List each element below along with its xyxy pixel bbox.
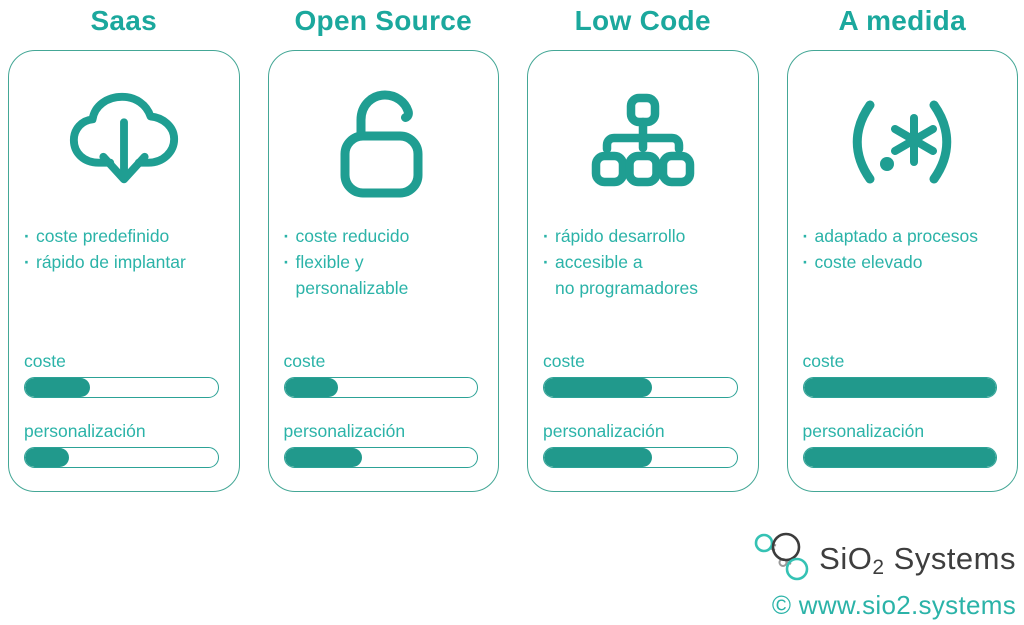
personalizacion-bar: personalización: [24, 421, 219, 468]
personalizacion-bar: personalización: [283, 421, 478, 468]
card-a-medida: · adaptado a procesos · coste elevado co…: [786, 50, 1018, 492]
personalizacion-bar-track: [543, 447, 738, 468]
comparison-grid: Saas · coste predefinido · rápido de imp…: [8, 0, 1018, 492]
coste-label: coste: [802, 351, 845, 371]
bullet-list: · adaptado a procesos · coste elevado: [788, 223, 1018, 275]
bullet-text: adaptado a procesos: [814, 226, 978, 246]
personalizacion-label: personalización: [802, 421, 925, 441]
brand-suffix: Systems: [884, 540, 1016, 576]
bullet-item: · flexible y personalizable: [284, 249, 487, 301]
bullet-text: coste elevado: [814, 252, 923, 272]
bullet-text: accesible a no programadores: [555, 252, 698, 298]
bullet-item: · accesible a no programadores: [543, 249, 746, 301]
column-title-a-medida: A medida: [838, 5, 966, 36]
regex-icon: [788, 81, 1018, 203]
bullet-text: flexible y personalizable: [295, 252, 409, 298]
coste-bar-track: [802, 377, 997, 398]
brand-subscript: 2: [872, 555, 885, 579]
bars-section: coste personalización: [788, 351, 1018, 468]
column-open-source: Open Source · coste reducido · flexible …: [267, 0, 499, 492]
brand-prefix: SiO: [819, 540, 873, 576]
bullet-item: · coste predefinido: [24, 223, 227, 249]
copyright-url: © www.sio2.systems: [771, 590, 1016, 620]
bullet-dot: ·: [24, 226, 30, 246]
personalizacion-label: personalización: [24, 421, 146, 441]
card-low-code: · rápido desarrollo · accesible a no pro…: [527, 50, 759, 492]
bullet-text: coste reducido: [295, 226, 410, 246]
bullet-item: · adaptado a procesos: [803, 223, 1006, 249]
coste-bar-fill: [544, 378, 652, 397]
personalizacion-label: personalización: [283, 421, 406, 441]
bullet-dot: ·: [802, 252, 809, 272]
bullet-dot: ·: [283, 252, 290, 272]
bullet-list: · coste reducido · flexible y personaliz…: [269, 223, 499, 301]
personalizacion-bar-fill: [284, 448, 362, 467]
bars-section: coste personalización: [269, 351, 499, 468]
column-title-saas: Saas: [90, 5, 158, 36]
bullet-list: · coste predefinido · rápido de implanta…: [9, 223, 239, 275]
coste-bar: coste: [543, 351, 738, 398]
bullet-item: · rápido desarrollo: [543, 223, 746, 249]
column-title-low-code: Low Code: [574, 5, 711, 36]
personalizacion-bar-fill: [544, 448, 652, 467]
coste-bar-track: [543, 377, 738, 398]
coste-label: coste: [24, 351, 66, 371]
bullet-dot: ·: [283, 226, 290, 246]
bullet-item: · coste elevado: [803, 249, 1006, 275]
coste-label: coste: [543, 351, 585, 371]
coste-bar-track: [283, 377, 478, 398]
cloud-download-icon: [9, 81, 239, 203]
coste-bar-track: [24, 377, 219, 398]
bullet-dot: ·: [543, 252, 549, 272]
bullet-item: · rápido de implantar: [24, 249, 227, 275]
coste-bar: coste: [24, 351, 219, 398]
coste-label: coste: [283, 351, 326, 371]
coste-bar: coste: [283, 351, 478, 398]
personalizacion-bar: personalización: [543, 421, 738, 468]
brand-line: SiO2 Systems: [752, 528, 1016, 589]
personalizacion-bar-track: [24, 447, 219, 468]
bullet-dot: ·: [543, 226, 549, 246]
bars-section: coste personalización: [9, 351, 239, 468]
personalizacion-bar-track: [283, 447, 478, 468]
bullet-dot: ·: [24, 252, 30, 272]
molecule-logo-icon: [752, 528, 812, 589]
personalizacion-bar: personalización: [802, 421, 997, 468]
card-saas: · coste predefinido · rápido de implanta…: [8, 50, 240, 492]
column-low-code: Low Code · rápido desarrollo: [527, 0, 759, 492]
personalizacion-bar-fill: [25, 448, 70, 467]
column-title-open-source: Open Source: [294, 5, 473, 36]
personalizacion-label: personalización: [543, 421, 665, 441]
coste-bar-fill: [284, 378, 339, 397]
bars-section: coste personalización: [528, 351, 758, 468]
bullet-item: · coste reducido: [284, 223, 487, 249]
coste-bar-fill: [25, 378, 91, 397]
bullet-dot: ·: [802, 226, 809, 246]
card-open-source: · coste reducido · flexible y personaliz…: [267, 50, 499, 492]
personalizacion-bar-track: [802, 447, 997, 468]
bullet-text: coste predefinido: [36, 226, 170, 246]
open-lock-icon: [269, 81, 499, 203]
footer-branding: SiO2 Systems © www.sio2.systems: [752, 528, 1016, 621]
column-saas: Saas · coste predefinido · rápido de imp…: [8, 0, 240, 492]
coste-bar-fill: [803, 378, 996, 397]
bullet-text: rápido desarrollo: [555, 226, 686, 246]
personalizacion-bar-fill: [803, 448, 996, 467]
coste-bar: coste: [802, 351, 997, 398]
bullet-text: rápido de implantar: [36, 252, 186, 272]
column-a-medida: A medida · adaptado a procesos ·: [786, 0, 1018, 492]
brand-name: SiO2 Systems: [819, 540, 1016, 579]
org-chart-icon: [528, 81, 758, 203]
bullet-list: · rápido desarrollo · accesible a no pro…: [528, 223, 758, 301]
